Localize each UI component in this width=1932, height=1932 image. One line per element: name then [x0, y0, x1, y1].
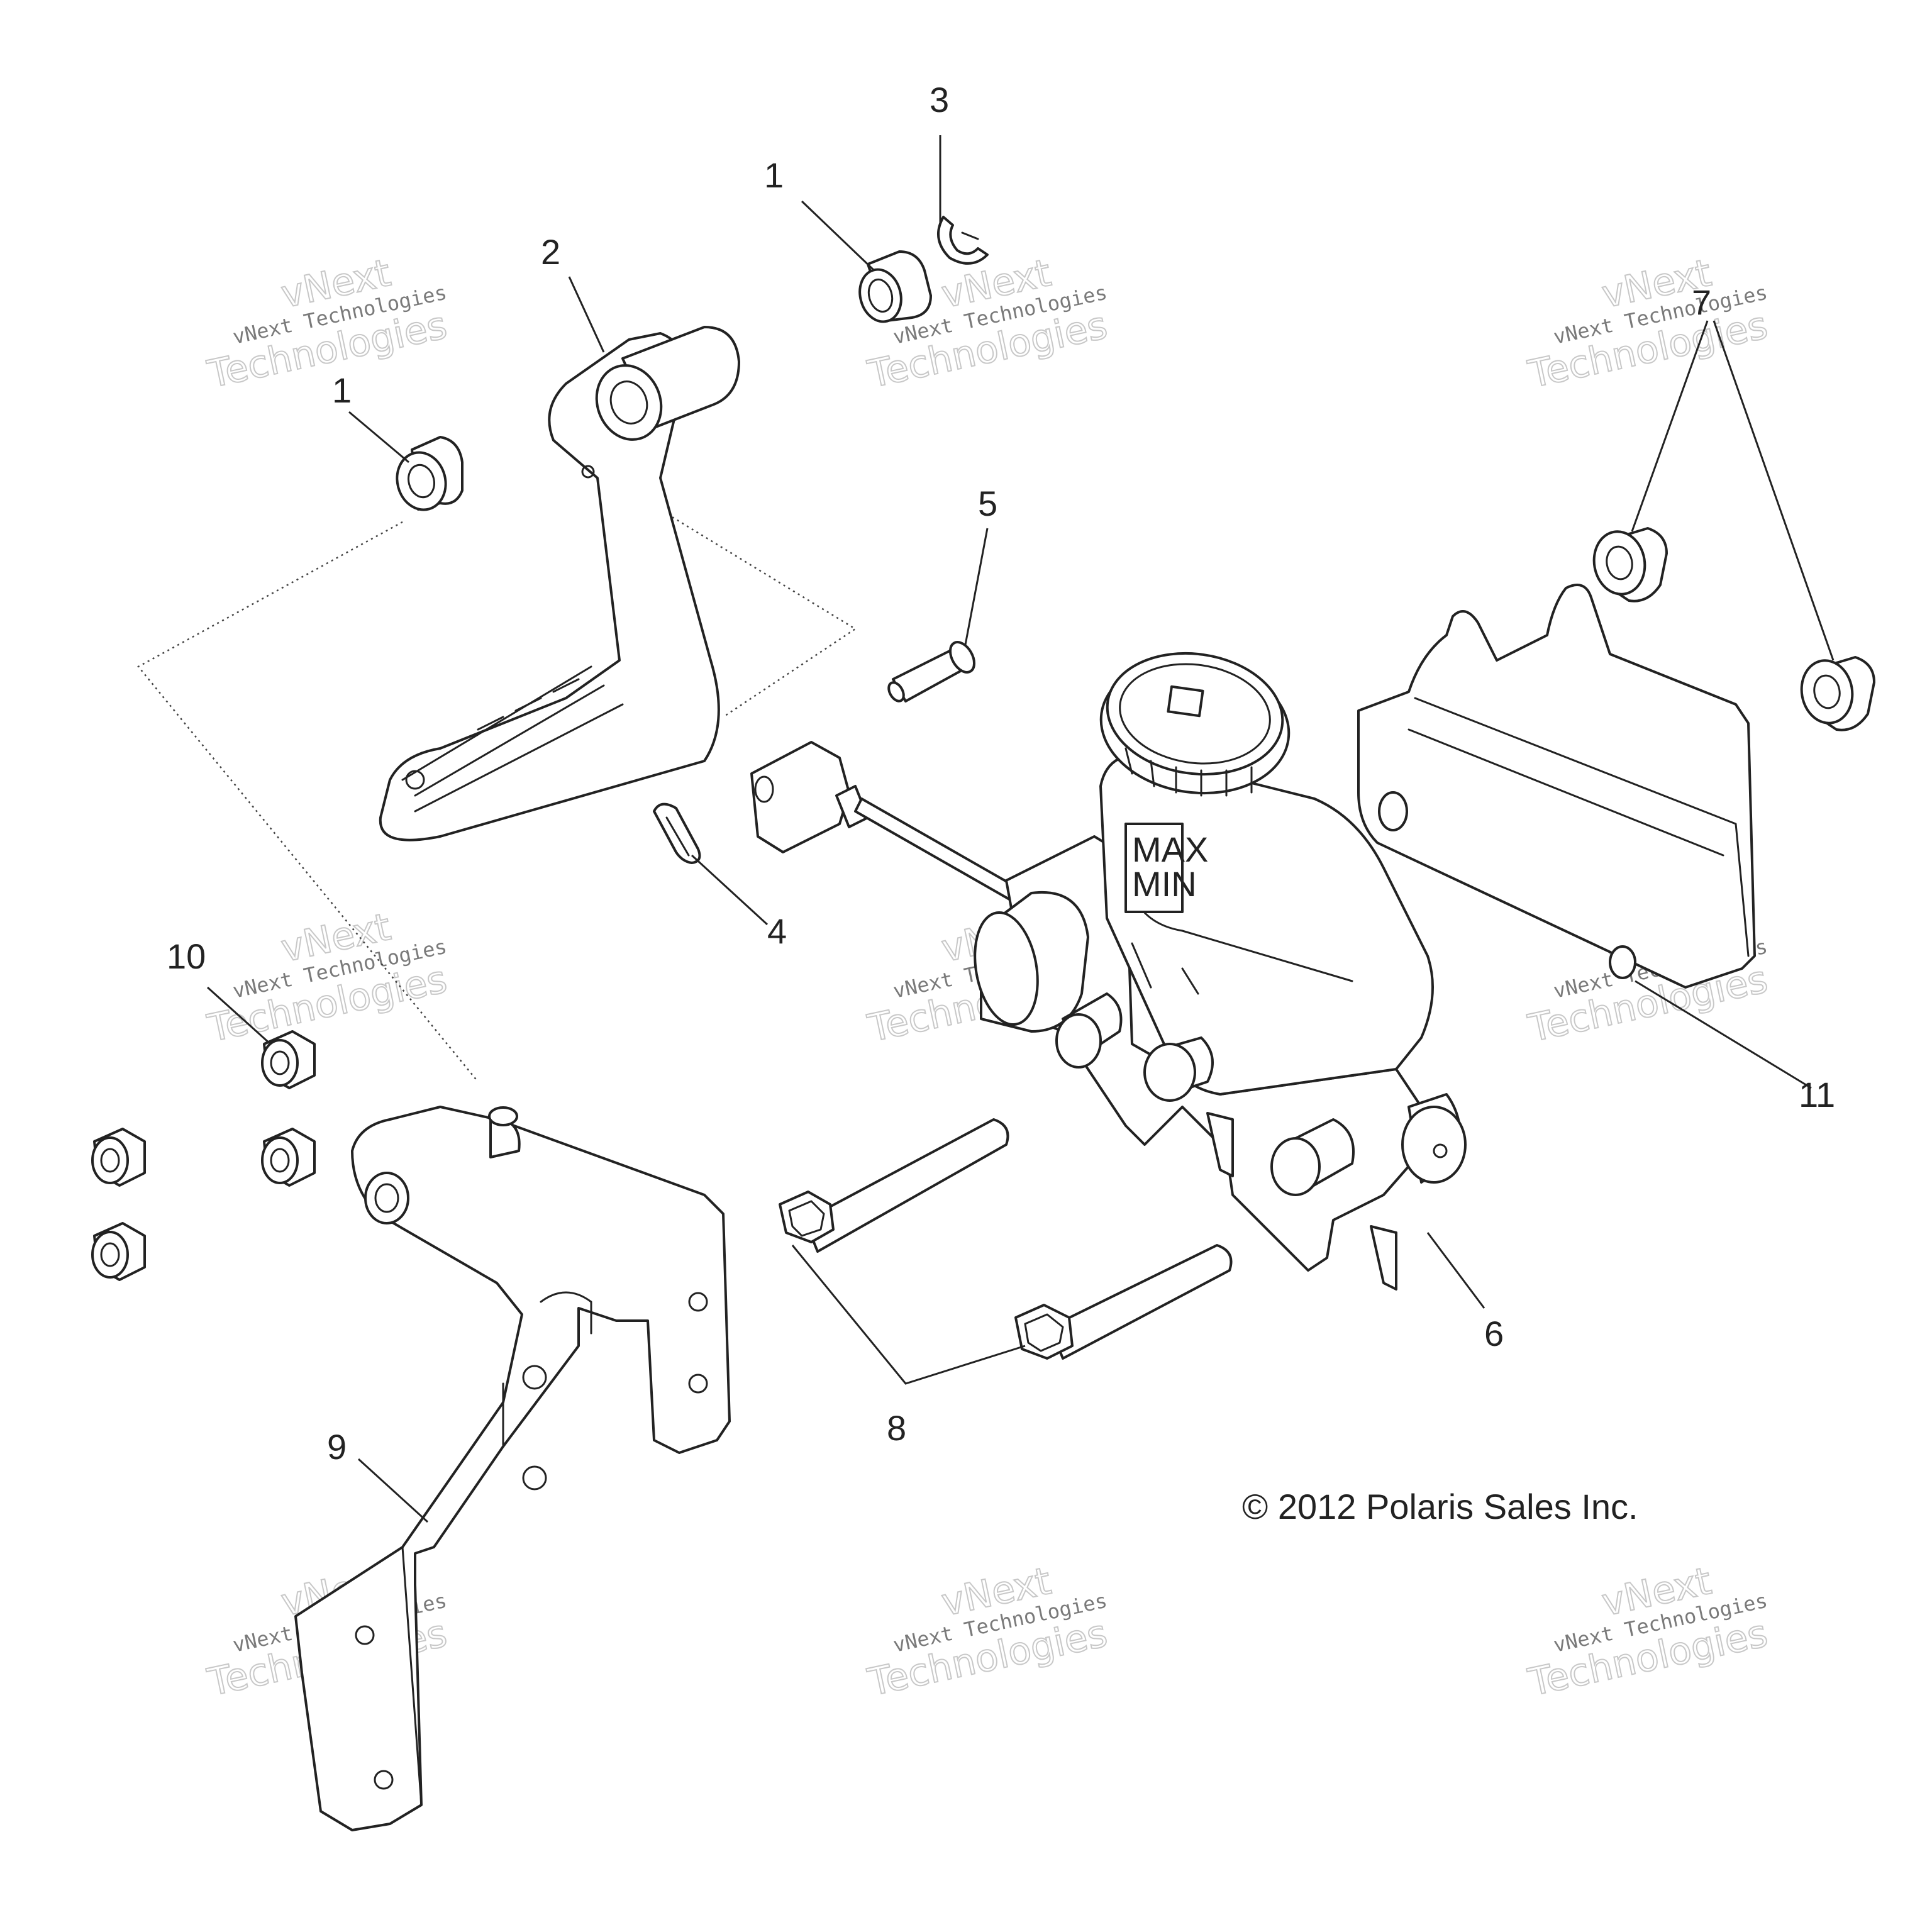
callout-7: 7 [1692, 282, 1711, 322]
bolt-upper[interactable] [779, 1118, 1009, 1253]
leader-4 [691, 854, 769, 926]
leader-11 [1635, 980, 1812, 1089]
callout-1-left: 1 [332, 370, 352, 410]
bolt-lower[interactable] [1014, 1244, 1233, 1360]
callout-5: 5 [978, 484, 997, 523]
bracket-hole [1609, 945, 1636, 979]
callout-8: 8 [887, 1408, 906, 1448]
flange-nut-10d[interactable] [91, 1222, 146, 1281]
master-cylinder[interactable]: MAX MIN [967, 642, 1467, 1291]
level-max-label: MAX [1132, 830, 1208, 869]
e-clip[interactable] [937, 216, 989, 265]
copyright-text: © 2012 Polaris Sales Inc. [1242, 1487, 1638, 1526]
bracket-hole [522, 1465, 547, 1491]
callout-1-upper: 1 [764, 155, 784, 195]
callout-9: 9 [327, 1427, 347, 1467]
bushing-upper[interactable] [854, 250, 932, 326]
leader-8 [791, 1245, 1026, 1385]
callout-4: 4 [767, 911, 787, 951]
pushrod-clevis[interactable] [750, 741, 1039, 913]
leader-1-left [348, 411, 409, 464]
leader-7b [1713, 320, 1835, 661]
alignment-lines [137, 489, 857, 1082]
leader-9 [357, 1458, 429, 1523]
flange-nut-7a[interactable] [1589, 527, 1668, 602]
bracket-hole [364, 1172, 409, 1224]
brake-pedal[interactable] [379, 326, 740, 841]
callout-3: 3 [930, 80, 949, 119]
watermark: vNext vNext Technologies Technologies [203, 250, 452, 397]
pedal-mount-bracket[interactable] [294, 1106, 731, 1831]
watermark: vNext vNext Technologies Technologies [1524, 250, 1772, 397]
watermark: vNext vNext Technologies Technologies [863, 1558, 1112, 1706]
heat-shield-bracket[interactable] [1357, 584, 1756, 989]
bracket-hole [688, 1292, 708, 1312]
flange-nut-10b[interactable] [91, 1128, 146, 1187]
bracket-hole [355, 1625, 375, 1645]
leader-6 [1426, 1232, 1485, 1309]
flange-nut-10c[interactable] [261, 1128, 316, 1187]
leader-7a [1631, 320, 1709, 532]
callouts: 3 1 2 1 7 5 4 10 11 6 8 9 [167, 80, 1835, 1467]
leader-lines [206, 135, 1835, 1523]
callout-2: 2 [541, 232, 560, 272]
flange-nut-7b[interactable] [1797, 656, 1875, 731]
callout-10: 10 [167, 936, 206, 976]
callout-11: 11 [1799, 1075, 1835, 1114]
bracket-hole [688, 1374, 708, 1394]
leader-1-upper [801, 200, 875, 272]
flange-nut-10a[interactable] [261, 1030, 316, 1089]
bracket-hole [522, 1365, 547, 1390]
level-min-label: MIN [1132, 864, 1197, 904]
bushing-left[interactable] [391, 436, 464, 515]
cotter-pin[interactable] [653, 802, 701, 864]
clevis-pin[interactable] [886, 638, 979, 703]
callout-6: 6 [1484, 1314, 1504, 1353]
level-window [1124, 823, 1184, 913]
bracket-hole [1378, 791, 1408, 831]
watermark: vNext vNext Technologies Technologies [203, 904, 452, 1052]
bracket-hole [374, 1770, 394, 1790]
leader-10 [206, 986, 272, 1045]
leader-2 [568, 276, 605, 353]
watermark: vNext vNext Technologies Technologies [1524, 1558, 1772, 1706]
alignment-line-left [137, 521, 479, 1082]
leader-5 [964, 528, 989, 645]
